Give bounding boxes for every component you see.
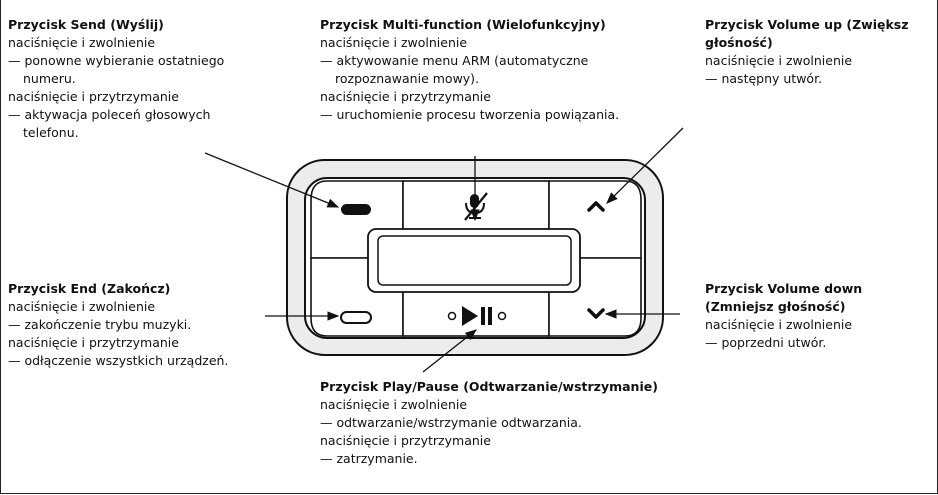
play-leader [422,329,477,373]
volup-title-a: Przycisk Volume up (Zwiększ [705,17,909,32]
send-description: Przycisk Send (Wyślij) naciśnięcie i zwo… [8,16,288,142]
play-pause-icon [447,306,507,326]
play-line3: naciśnięcie i przytrzymanie [320,433,491,448]
multi-line1: naciśnięcie i zwolnienie [320,35,468,50]
voldown-line2: — poprzedni utwór. [705,335,827,350]
send-title: Przycisk Send (Wyślij) [8,17,164,32]
multi-description: Przycisk Multi-function (Wielofunkcyjny)… [320,16,680,124]
end-line3: naciśnięcie i przytrzymanie [8,335,179,350]
end-line4: — odłączenie wszystkich urządzeń. [8,353,229,368]
play-description: Przycisk Play/Pause (Odtwarzanie/wstrzym… [320,378,720,468]
send-line4a: — aktywacja poleceń głosowych [8,107,211,122]
voldown-title-b: (Zmniejsz głośność) [705,299,846,314]
volup-title-b: głośność) [705,35,773,50]
end-line1: naciśnięcie i zwolnienie [8,299,156,314]
volup-description: Przycisk Volume up (Zwiększ głośność) na… [705,16,930,88]
end-title: Przycisk End (Zakończ) [8,281,171,296]
send-line2a: — ponowne wybieranie ostatniego [8,53,225,68]
end-line2: — zakończenie trybu muzyki. [8,317,192,332]
play-line1: naciśnięcie i zwolnienie [320,397,468,412]
multi-title: Przycisk Multi-function (Wielofunkcyjny) [320,17,606,32]
volup-leader [606,127,684,204]
voldown-line1: naciśnięcie i zwolnienie [705,317,853,332]
display-inner [377,235,572,286]
volup-line1: naciśnięcie i zwolnienie [705,53,853,68]
play-line4: — zatrzymanie. [320,451,418,466]
play-title: Przycisk Play/Pause (Odtwarzanie/wstrzym… [320,379,658,394]
send-line3: naciśnięcie i przytrzymanie [8,89,179,104]
volup-line2: — następny utwór. [705,71,823,86]
send-line4b: telefonu. [23,125,79,140]
multi-line3: naciśnięcie i przytrzymanie [320,89,491,104]
voldown-description: Przycisk Volume down (Zmniejsz głośność)… [705,280,930,352]
send-leader [204,152,340,208]
send-line2b: numeru. [23,71,76,86]
play-line2: — odtwarzanie/wstrzymanie odtwarzania. [320,415,582,430]
end-description: Przycisk End (Zakończ) naciśnięcie i zwo… [8,280,278,370]
send-icon [341,204,371,215]
voldown-title-a: Przycisk Volume down [705,281,863,296]
send-line1: naciśnięcie i zwolnienie [8,35,156,50]
chevron-up-icon [587,201,605,212]
multi-line2b: rozpoznawanie mowy). [335,71,480,86]
multi-line4: — uruchomienie procesu tworzenia powiąza… [320,107,620,122]
multi-line2a: — aktywowanie menu ARM (automatyczne [320,53,589,68]
chevron-down-icon [587,308,605,319]
end-icon [340,311,372,324]
